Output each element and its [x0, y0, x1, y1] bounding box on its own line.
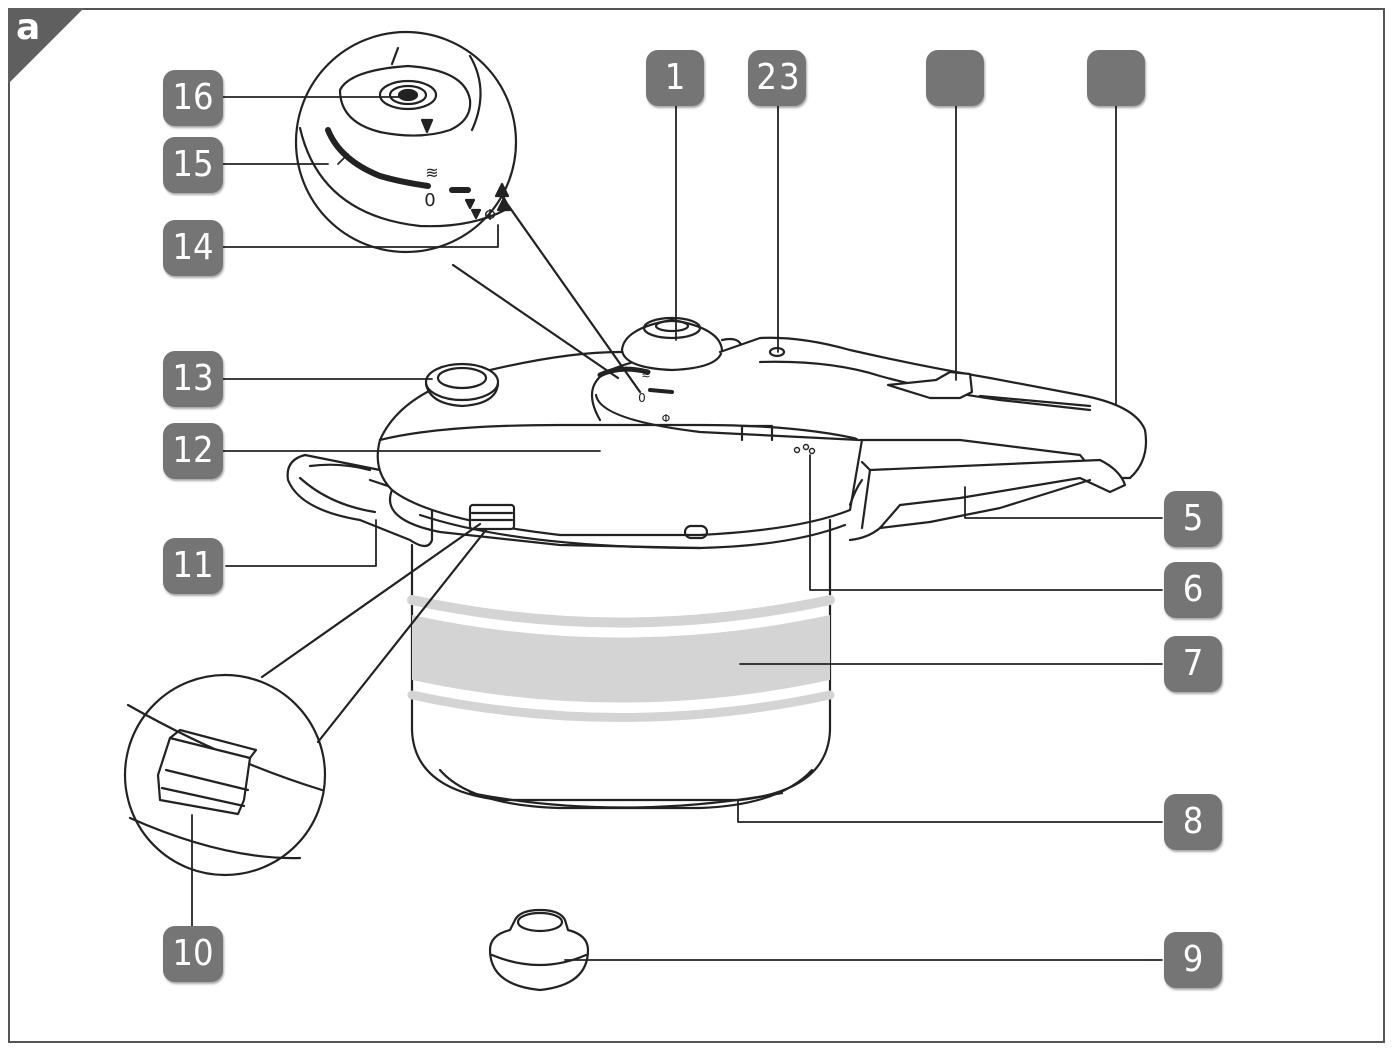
- badge-10: 10: [163, 926, 223, 982]
- badge-14-label: 14: [172, 227, 214, 268]
- latch-connector-lower: [316, 528, 488, 744]
- badge-11: 11: [163, 538, 223, 594]
- latch-zoom: [123, 673, 327, 877]
- badge-9-label: 9: [1182, 939, 1204, 980]
- lid-lock-mark: Φ: [662, 412, 671, 425]
- badge-8-label: 8: [1182, 801, 1204, 842]
- dial-zero-mark: 0: [424, 190, 435, 211]
- badge-15: 15: [163, 137, 223, 193]
- badge-16: 16: [163, 70, 223, 126]
- pot-handle: [848, 458, 1127, 542]
- dial-lock-mark: Φ: [484, 206, 496, 224]
- badge-blank-a: [926, 50, 984, 106]
- pot-body: [407, 518, 835, 810]
- panel-corner-tag: [8, 8, 84, 84]
- badge-1: 1: [646, 50, 704, 106]
- panel-letter: a: [16, 7, 41, 48]
- leader-lines: [191, 96, 1163, 961]
- latch-connector-upper: [260, 522, 482, 679]
- badge-blank-b: [1087, 50, 1145, 106]
- lid-steam-mark: ≋: [641, 368, 650, 381]
- badge-13-label: 13: [172, 358, 214, 399]
- badge-5: 5: [1164, 491, 1222, 547]
- zoom-connector-right: [501, 196, 642, 394]
- badge-5-label: 5: [1182, 498, 1204, 539]
- lid-zero-mark: 0: [638, 391, 646, 405]
- badge-14: 14: [163, 220, 223, 276]
- dial-steam-mark: ≋: [425, 163, 438, 182]
- badge-6-label: 6: [1182, 569, 1204, 610]
- figure-frame: [8, 8, 1385, 1043]
- badge-3-label: 3: [779, 57, 800, 98]
- top-handle: [718, 336, 1148, 480]
- pressure-selector: [597, 316, 744, 394]
- badge-13: 13: [163, 351, 223, 407]
- safety-valve: [424, 362, 500, 408]
- badge-11-label: 11: [172, 545, 214, 586]
- badge-1-label: 1: [664, 57, 686, 98]
- badge-12: 12: [163, 423, 223, 479]
- badge-16-label: 16: [172, 77, 214, 118]
- pressure-indicator-mark: [793, 443, 816, 455]
- badge-10-label: 10: [172, 933, 214, 974]
- badge-6: 6: [1164, 562, 1222, 618]
- steam-weight: [488, 908, 590, 992]
- badge-8: 8: [1164, 794, 1222, 850]
- zoom-connector-left: [451, 263, 620, 380]
- badge-12-label: 12: [172, 430, 214, 471]
- badge-2-label: 2: [756, 57, 777, 98]
- badge-9: 9: [1164, 932, 1222, 988]
- badge-15-label: 15: [172, 144, 214, 185]
- badge-7-label: 7: [1182, 643, 1204, 684]
- badge-7: 7: [1164, 636, 1222, 692]
- dial-zoom: [294, 30, 518, 254]
